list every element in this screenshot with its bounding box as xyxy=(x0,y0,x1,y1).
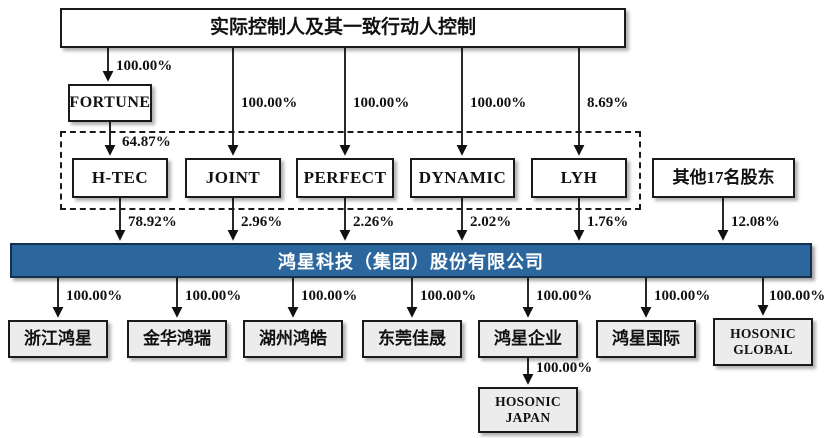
edge-label-fortune-htec: 64.87% xyxy=(122,134,171,150)
holding-platforms-group-outline xyxy=(60,131,641,210)
edge-label-company-global: 100.00% xyxy=(769,288,826,304)
edge-label-dynamic-company: 2.02% xyxy=(470,214,512,230)
edge-label-enterprise-japan: 100.00% xyxy=(536,360,593,376)
edge-label-joint-company: 2.96% xyxy=(241,214,283,230)
edge-label-others-company: 12.08% xyxy=(731,214,780,230)
node-perfect: PERFECT xyxy=(296,158,394,198)
edge-label-lyh-company: 1.76% xyxy=(587,214,629,230)
edge-label-company-dongguan: 100.00% xyxy=(420,288,477,304)
edge-label-controller-lyh: 8.69% xyxy=(587,95,629,111)
node-controller: 实际控制人及其一致行动人控制 xyxy=(60,8,626,48)
node-company: 鸿星科技（集团）股份有限公司 xyxy=(10,243,812,278)
edge-label-company-jinhua: 100.00% xyxy=(185,288,242,304)
node-h-tec: H-TEC xyxy=(72,158,168,198)
node-hongxing-enterprise: 鸿星企业 xyxy=(478,320,578,358)
edge-label-controller-joint: 100.00% xyxy=(241,95,298,111)
edge-label-controller-dynamic: 100.00% xyxy=(470,95,527,111)
node-fortune: FORTUNE xyxy=(68,84,152,122)
edge-label-company-enterprise: 100.00% xyxy=(536,288,593,304)
edge-label-company-huzhou: 100.00% xyxy=(301,288,358,304)
edge-label-perfect-company: 2.26% xyxy=(353,214,395,230)
node-jinhua-hongrui: 金华鸿瑞 xyxy=(127,320,227,358)
node-lyh: LYH xyxy=(531,158,627,198)
node-zhejiang-hongxing: 浙江鸿星 xyxy=(8,320,108,358)
node-huzhou-honghao: 湖州鸿皓 xyxy=(243,320,343,358)
edge-label-htec-company: 78.92% xyxy=(128,214,177,230)
node-hosonic-japan: HOSONIC JAPAN xyxy=(478,387,578,433)
node-other-shareholders: 其他17名股东 xyxy=(652,158,795,198)
edge-label-controller-perfect: 100.00% xyxy=(353,95,410,111)
edge-label-controller-fortune: 100.00% xyxy=(116,58,173,74)
edge-label-company-zhejiang: 100.00% xyxy=(66,288,123,304)
node-dongguan-jiasheng: 东莞佳晟 xyxy=(362,320,462,358)
node-dynamic: DYNAMIC xyxy=(410,158,515,198)
node-hosonic-global: HOSONIC GLOBAL xyxy=(713,318,813,366)
edge-label-company-international: 100.00% xyxy=(654,288,711,304)
node-joint: JOINT xyxy=(185,158,281,198)
node-hongxing-international: 鸿星国际 xyxy=(596,320,696,358)
